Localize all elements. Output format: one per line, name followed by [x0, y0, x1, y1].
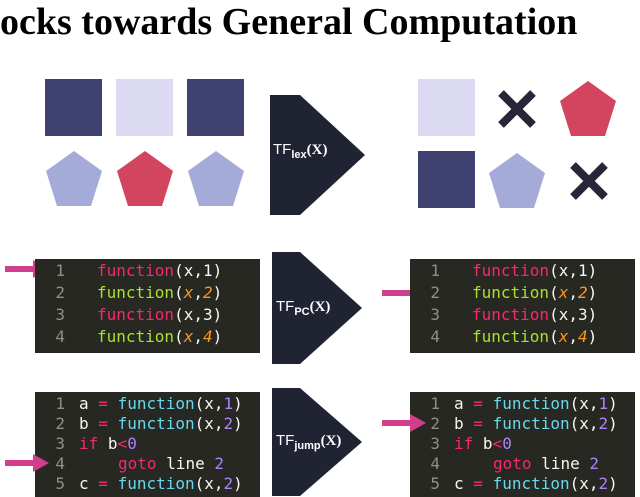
code-line: 1 function(x,1) — [55, 261, 223, 280]
page-title: ocks towards General Computation — [0, 1, 578, 43]
dark-square — [187, 79, 244, 136]
light-square — [116, 79, 173, 136]
arrow-label-pc: TFPC(X) — [276, 298, 331, 318]
dark-square — [418, 151, 475, 208]
blue-pentagon — [188, 151, 244, 206]
code-block-pc-output: 1 function(x,1) 2 function(x,2) 3 functi… — [410, 259, 635, 353]
red-pentagon — [117, 151, 173, 206]
dark-square — [45, 79, 102, 136]
code-line: 5 c = function(x,2) — [430, 474, 618, 493]
code-line: 4 function(x,4) — [430, 327, 598, 346]
arrow-pc — [272, 252, 362, 364]
code-line: 2 function(x,2) — [430, 283, 598, 302]
light-square — [418, 79, 475, 136]
arrow-lex — [270, 95, 365, 215]
code-line: 4 function(x,4) — [55, 327, 223, 346]
arrow-label-jump: TFjump(X) — [276, 432, 342, 452]
code-line: 3 if b<0 — [430, 434, 512, 453]
code-block-jump-output: 1 a = function(x,1) 2 b = function(x,2) … — [410, 392, 635, 497]
code-line: 2 b = function(x,2) — [55, 414, 243, 433]
cross-icon — [498, 90, 536, 128]
code-block-pc-input: 1 function(x,1) 2 function(x,2) 3 functi… — [35, 259, 260, 353]
code-block-jump-input: 1 a = function(x,1) 2 b = function(x,2) … — [35, 392, 260, 497]
code-line: 5 c = function(x,2) — [55, 474, 243, 493]
code-line: 1 a = function(x,1) — [55, 394, 243, 413]
code-line: 2 function(x,2) — [55, 283, 223, 302]
blue-pentagon — [46, 151, 102, 206]
code-line: 3 if b<0 — [55, 434, 137, 453]
cross-icon — [570, 162, 608, 200]
arrow-label-lex: TFlex(X) — [273, 141, 328, 161]
pointer-arrow — [5, 454, 49, 472]
red-pentagon — [560, 81, 616, 136]
arrow-jump — [272, 388, 362, 496]
code-line: 1 function(x,1) — [430, 261, 598, 280]
code-line: 1 a = function(x,1) — [430, 394, 618, 413]
code-line: 3 function(x,3) — [430, 305, 598, 324]
code-line: 3 function(x,3) — [55, 305, 223, 324]
code-line: 4 goto line 2 — [55, 454, 224, 473]
blue-pentagon — [489, 153, 545, 208]
code-line: 4 goto line 2 — [430, 454, 599, 473]
pointer-arrow — [382, 414, 426, 432]
code-line: 2 b = function(x,2) — [430, 414, 618, 433]
